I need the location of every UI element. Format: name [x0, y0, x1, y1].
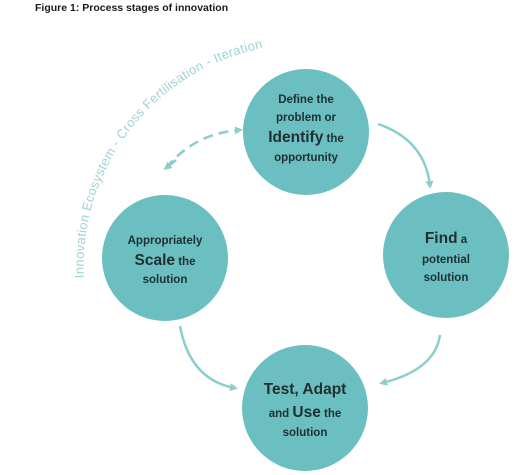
test-and: and [269, 408, 293, 420]
stage-circle-scale [102, 195, 228, 321]
test-line-2: and Use the [269, 404, 342, 421]
find-line-1: Find a [425, 230, 468, 247]
arrow-iteration-dashed-head-start [163, 159, 177, 170]
identify-suffix: the [323, 133, 343, 145]
stage-scale-text: Appropriately Scale the solution [128, 235, 203, 286]
stage-find-text: Find a potential solution [422, 230, 470, 284]
find-line-2: potential [422, 254, 470, 266]
scale-line-1: Appropriately [128, 235, 203, 247]
define-line-3: Identify the [268, 129, 344, 146]
arrow-iteration-dashed [165, 126, 243, 169]
stage-define-text: Define the problem or Identify the oppor… [268, 94, 344, 164]
define-line-2: problem or [276, 112, 337, 124]
identify-word: Identify [268, 129, 323, 146]
stage-test-text: Test, Adapt and Use the solution [264, 381, 347, 439]
scale-line-2: Scale the [135, 252, 196, 269]
arrow-find-to-test [379, 334, 442, 386]
use-word: Use [292, 404, 321, 421]
arrow-define-to-find [377, 122, 434, 189]
define-line-4: opportunity [274, 152, 338, 164]
test-line-3: solution [283, 427, 328, 439]
find-word: Find [425, 230, 458, 247]
scale-line-3: solution [143, 274, 188, 286]
stage-circle-define [243, 69, 369, 195]
arrow-scale-to-test [178, 325, 238, 392]
use-suffix: the [321, 408, 341, 420]
find-suffix: a [458, 234, 468, 246]
stage-circle-test [242, 345, 368, 471]
stage-circle-find [383, 192, 509, 318]
find-line-3: solution [424, 272, 469, 284]
define-line-1: Define the [278, 94, 334, 106]
scale-word: Scale [135, 252, 176, 269]
scale-suffix: the [175, 256, 195, 268]
figure-title: Figure 1: Process stages of innovation [35, 2, 229, 14]
test-line-1: Test, Adapt [264, 381, 347, 398]
